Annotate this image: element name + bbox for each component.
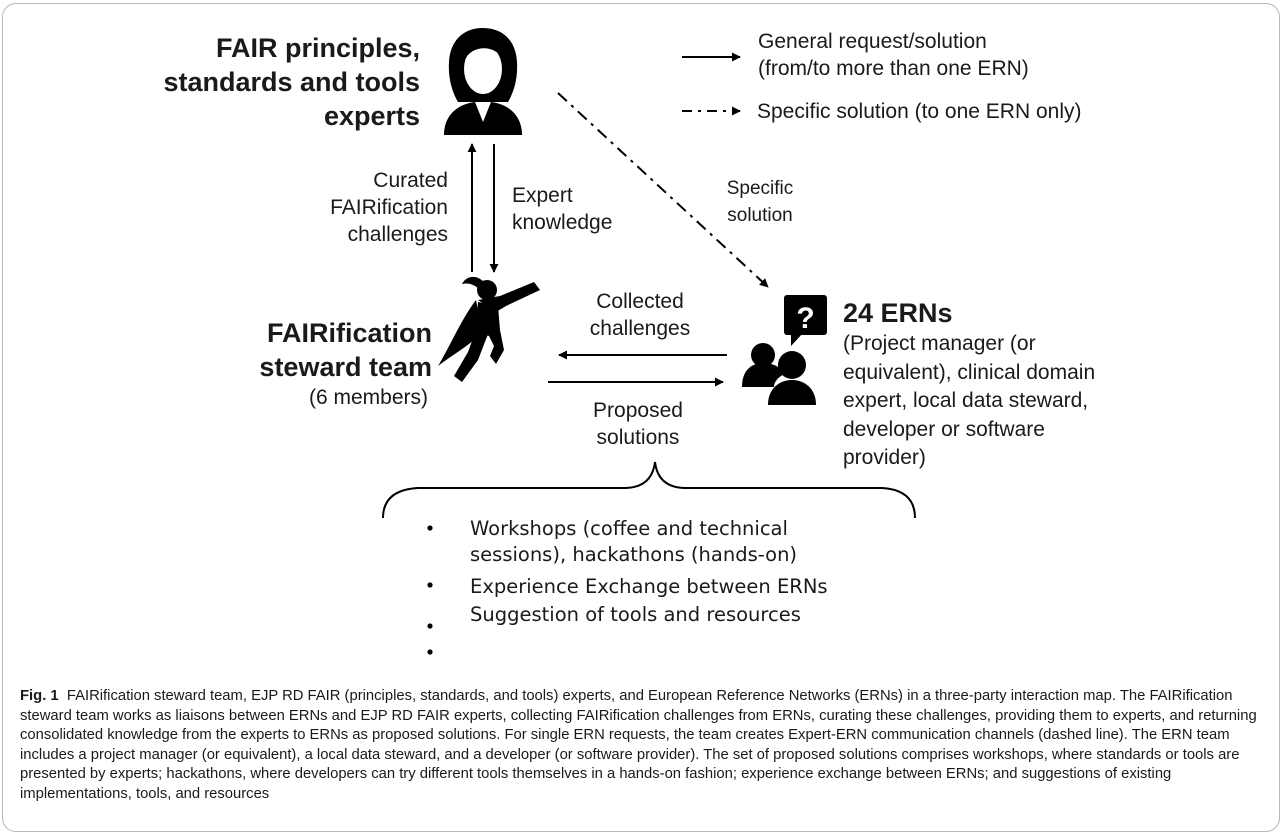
bullet — [427, 582, 433, 588]
specific-solution-label: Specific solution — [726, 178, 794, 226]
legend-solid-label: General request/solution (from/to more t… — [758, 30, 1029, 80]
bullet — [427, 623, 433, 629]
erns-title: 24 ERNs — [843, 298, 953, 328]
bullet — [427, 649, 433, 655]
steward-title: FAIRification steward team (6 members) — [259, 318, 432, 409]
caption-text: FAIRification steward team, EJP RD FAIR … — [20, 688, 1257, 802]
solutions-curly-brace — [382, 461, 916, 519]
proposed-solutions-label: Proposed solutions — [593, 399, 683, 449]
superhero-steward-icon — [438, 276, 540, 382]
solution-item: Experience Exchange between ERNs — [470, 575, 828, 598]
solution-item: Suggestion of tools and resources — [470, 603, 801, 626]
curated-challenges-label: Curated FAIRification challenges — [330, 169, 448, 246]
specific-solution-dashed-arrow — [557, 92, 769, 288]
experts-title-line: standards and tools — [163, 67, 420, 97]
experts-title: FAIR principles, standards and tools exp… — [163, 31, 420, 133]
caption-label: Fig. 1 — [20, 688, 59, 704]
solutions-list: Workshops (coffee and technical sessions… — [470, 516, 828, 628]
solution-item-continued: sessions), hackathons (hands-on) — [470, 543, 798, 566]
experts-title-line: FAIR principles, — [215, 33, 420, 63]
ern-group-question-icon: ? — [742, 295, 827, 405]
steward-members: (6 members) — [308, 386, 428, 409]
solution-item: Workshops (coffee and technical — [470, 517, 788, 540]
bullet — [427, 525, 433, 531]
erns-block: 24 ERNs (Project manager (or equivalent)… — [843, 296, 1095, 473]
experts-title-line: experts — [323, 101, 420, 131]
expert-knowledge-label: Expert knowledge — [512, 184, 613, 234]
svg-text:?: ? — [796, 302, 814, 335]
erns-description: (Project manager (or equivalent), clinic… — [843, 332, 1096, 469]
figure-frame — [2, 3, 1280, 832]
figure-caption: Fig. 1 FAIRification steward team, EJP R… — [20, 687, 1265, 804]
expert-person-icon — [444, 28, 522, 135]
legend-dashed-label: Specific solution (to one ERN only) — [757, 100, 1082, 123]
collected-challenges-label: Collected challenges — [589, 290, 691, 340]
